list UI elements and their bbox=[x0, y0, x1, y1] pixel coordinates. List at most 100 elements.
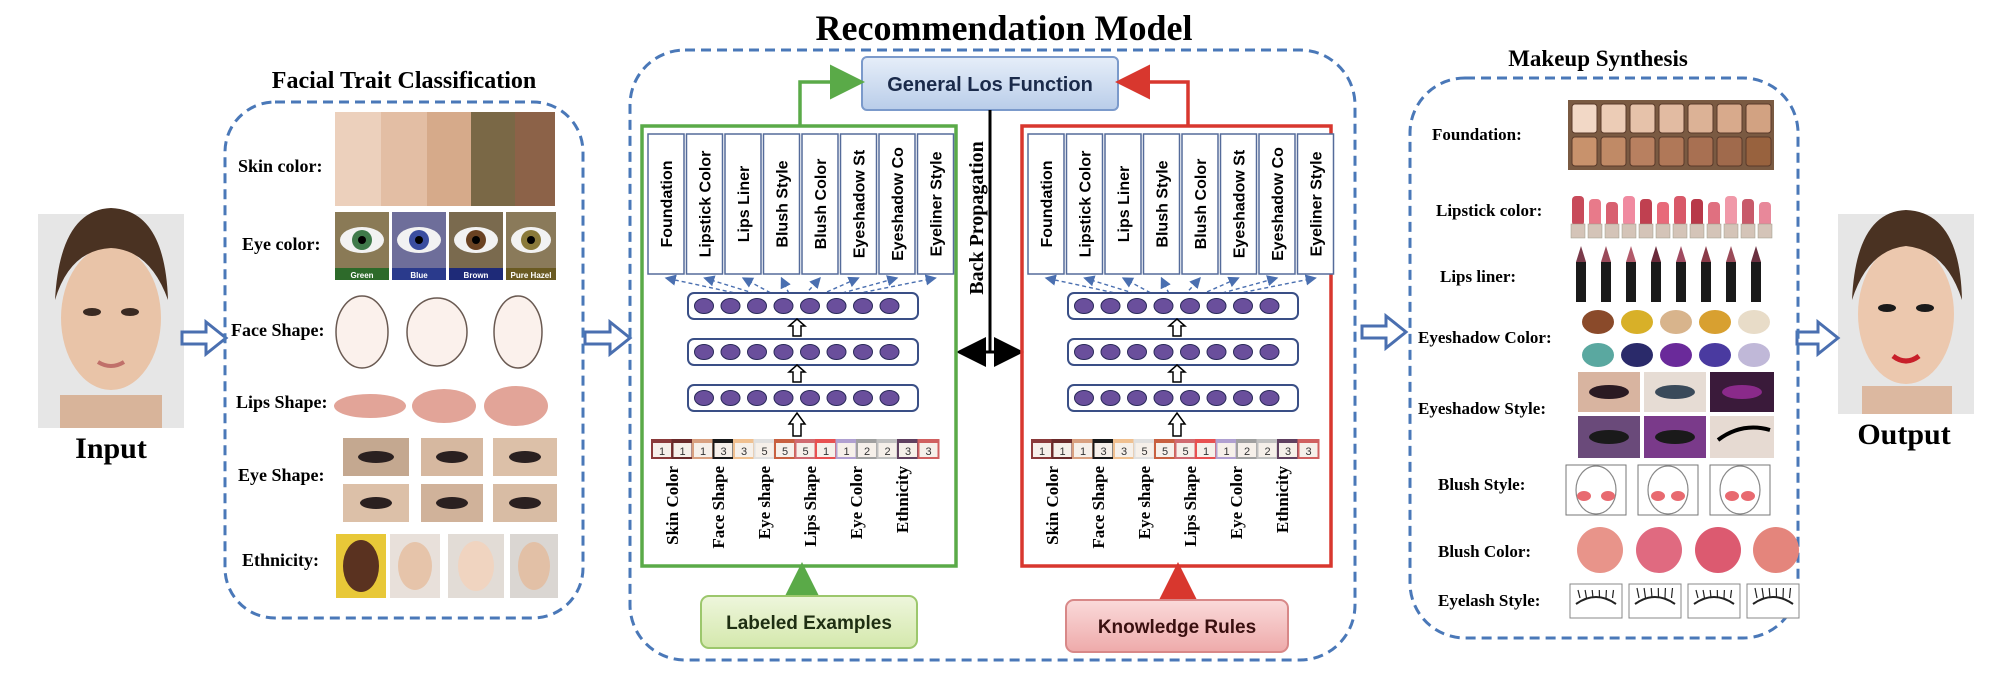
knowledge-net-output-label: Eyeshadow St bbox=[1232, 149, 1249, 258]
hollow-arrow-4 bbox=[1795, 318, 1841, 358]
eyelash-hair bbox=[1670, 587, 1674, 599]
labeled-net-input-label: Lips Shape bbox=[801, 466, 820, 547]
labeled-net-input-code: 3 bbox=[741, 446, 747, 458]
knowledge-net-output-box bbox=[1142, 133, 1181, 275]
lipstick-case bbox=[1655, 223, 1671, 239]
eyelash-hair bbox=[1643, 587, 1647, 599]
labeled-net-input-code: 3 bbox=[905, 446, 911, 458]
eye-shape-images bbox=[343, 438, 557, 522]
labeled-net-input-label: Eye shape bbox=[755, 466, 774, 540]
labeled-net-neuron bbox=[826, 390, 847, 406]
trait-lips-shape: Lips Shape: bbox=[236, 392, 328, 412]
eye-label-green: Green bbox=[350, 271, 373, 280]
knowledge-net-neuron bbox=[1100, 390, 1121, 406]
lipstick-case bbox=[1621, 223, 1637, 239]
foundation-shade bbox=[1716, 136, 1743, 167]
lips-shape-images bbox=[334, 386, 548, 426]
foundation-shade bbox=[1745, 103, 1772, 134]
blush-style-cheek bbox=[1671, 491, 1685, 501]
eyelash-hair bbox=[1729, 589, 1733, 599]
foundation-shade bbox=[1687, 103, 1714, 134]
blush-style-sketches bbox=[1565, 464, 1771, 516]
foundation-shade bbox=[1716, 103, 1743, 134]
knowledge-net-input-code: 1 bbox=[1203, 446, 1209, 458]
labeled-net-output-label: Eyeshadow St bbox=[852, 149, 869, 258]
labeled-net-layer-arrow bbox=[787, 364, 807, 383]
labeled-net-input-code: 2 bbox=[864, 446, 870, 458]
makeup-lips-liner: Lips liner: bbox=[1440, 267, 1516, 286]
eyeshadow-color-swatch bbox=[1582, 343, 1614, 367]
eyelash-hair bbox=[1695, 589, 1699, 599]
knowledge-net-output-label: Foundation bbox=[1039, 160, 1056, 247]
labeled-net-output-box bbox=[685, 133, 724, 275]
input-label: Input bbox=[75, 432, 147, 465]
knowledge-rules-label: Knowledge Rules bbox=[1098, 617, 1256, 638]
foundation-shade bbox=[1600, 136, 1627, 167]
makeup-synthesis-panel bbox=[1408, 76, 1800, 640]
knowledge-net-input-code-bar bbox=[1237, 440, 1257, 443]
eye-label-blue: Blue bbox=[410, 271, 428, 280]
eyelash-frame bbox=[1687, 583, 1741, 619]
liner-tip bbox=[1751, 246, 1761, 262]
eyeshadow-color-swatches bbox=[1582, 310, 1770, 367]
eyelash-hair bbox=[1577, 589, 1581, 599]
labeled-net-input-code: 1 bbox=[843, 446, 849, 458]
labeled-net-neuron bbox=[694, 390, 714, 406]
eyelash-frame bbox=[1569, 583, 1623, 619]
eyeshadow-color-swatch bbox=[1660, 343, 1692, 367]
knowledge-net-neuron bbox=[1180, 344, 1200, 360]
foundation-shade bbox=[1745, 136, 1772, 167]
labeled-net-input-code: 5 bbox=[782, 446, 788, 458]
knowledge-net-input-label: Ethnicity bbox=[1273, 466, 1292, 534]
makeup-synthesis-title: Makeup Synthesis bbox=[1508, 46, 1688, 71]
lipstick-bullet bbox=[1725, 196, 1737, 226]
liner-pencil bbox=[1651, 262, 1661, 302]
knowledge-net-neuron bbox=[1100, 344, 1121, 360]
lips-liner-image bbox=[1576, 246, 1761, 302]
labeled-net-input-code: 1 bbox=[679, 446, 685, 458]
backprop-label: Back Propagation bbox=[966, 141, 988, 295]
labeled-net-input-code: 3 bbox=[720, 446, 726, 458]
blush-style-cheek bbox=[1651, 491, 1665, 501]
eyeshadow-style-images bbox=[1578, 372, 1774, 458]
knowledge-net-output-label: Eyeshadow Co bbox=[1270, 147, 1287, 261]
knowledge-net-output-box bbox=[1065, 133, 1104, 275]
labeled-net-neuron bbox=[800, 390, 820, 406]
eyeshadow-color-swatch bbox=[1660, 310, 1692, 334]
knowledge-net-layer-arrow bbox=[1167, 364, 1187, 383]
labeled-net-output-label: Lipstick Color bbox=[698, 151, 715, 258]
labeled-net-input-code-bar bbox=[898, 440, 918, 443]
makeup-eyeshadow-style: Eyeshadow Style: bbox=[1418, 399, 1546, 418]
liner-pencil bbox=[1601, 262, 1611, 302]
knowledge-net-input-code-bar bbox=[1073, 440, 1093, 443]
eyeshadow-color-swatch bbox=[1621, 343, 1653, 367]
foundation-shade bbox=[1687, 136, 1714, 167]
labeled-net-input-label: Eye Color bbox=[847, 466, 866, 540]
labeled-net-layer-arrow bbox=[787, 318, 807, 337]
knowledge-net-neuron bbox=[1074, 298, 1094, 314]
knowledge-net-neuron bbox=[1127, 390, 1147, 406]
lipstick-image bbox=[1570, 196, 1773, 239]
lipstick-case bbox=[1587, 223, 1603, 239]
knowledge-net-input-code-bar bbox=[1114, 440, 1134, 443]
eyeshadow-color-swatch bbox=[1582, 310, 1614, 334]
labeled-net-input-code: 1 bbox=[659, 446, 665, 458]
knowledge-net-input-code: 3 bbox=[1100, 446, 1106, 458]
lipstick-case bbox=[1723, 223, 1739, 239]
foundation-shade bbox=[1629, 136, 1656, 167]
trait-skin-color: Skin color: bbox=[238, 156, 323, 176]
eyelash-hair bbox=[1636, 587, 1640, 599]
labeled-net-output-label: Eyeliner Style bbox=[929, 151, 946, 256]
makeup-blush-style: Blush Style: bbox=[1438, 475, 1525, 494]
labeled-net-neuron bbox=[879, 298, 900, 314]
labeled-net-neuron bbox=[800, 344, 820, 360]
lipstick-case bbox=[1757, 223, 1773, 239]
knowledge-net-input-label: Eye Color bbox=[1227, 466, 1246, 540]
lipstick-case bbox=[1570, 223, 1586, 239]
knowledge-net-input-code-bar bbox=[1196, 440, 1216, 443]
knowledge-net-input-code: 1 bbox=[1059, 446, 1065, 458]
labeled-net-neuron bbox=[853, 344, 873, 360]
knowledge-net-neuron bbox=[1100, 298, 1121, 314]
knowledge-net-input-code: 5 bbox=[1162, 446, 1168, 458]
foundation-shade bbox=[1600, 103, 1627, 134]
